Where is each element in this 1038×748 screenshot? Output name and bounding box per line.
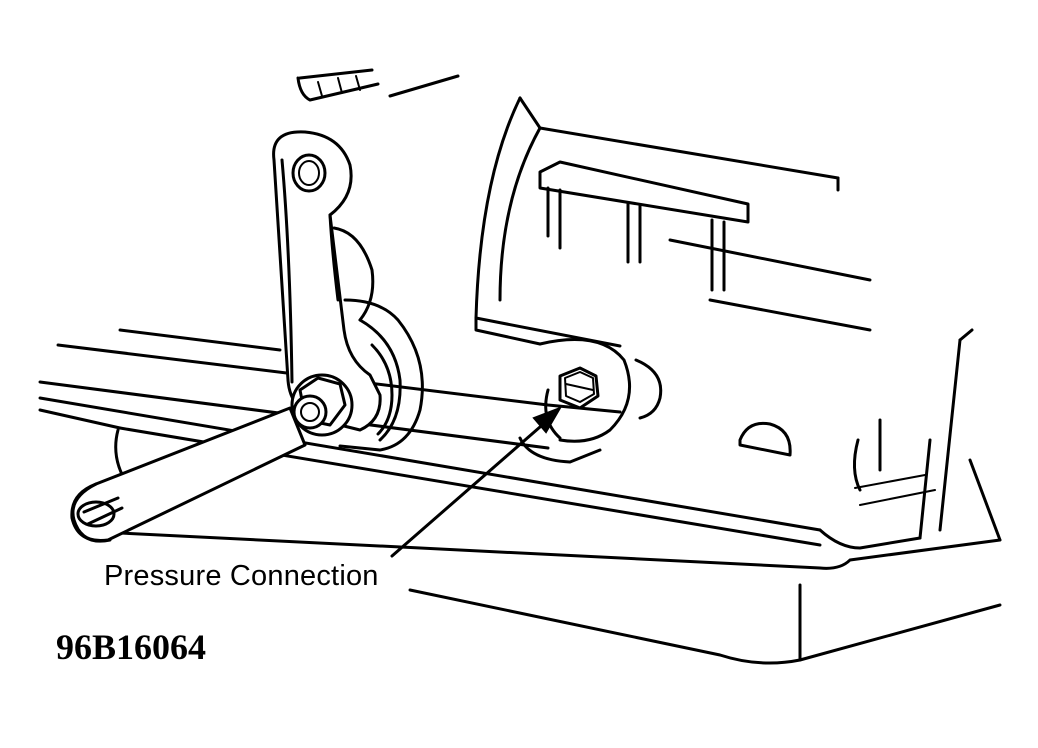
callout-leader-arrow — [390, 406, 563, 558]
valve-body-cover — [474, 96, 872, 457]
figure-id: 96B16064 — [56, 627, 207, 667]
transmission-case — [38, 328, 1002, 665]
manual-shift-lever — [272, 130, 382, 432]
upper-housing-fragment — [296, 68, 460, 102]
lever-shaft-boss — [332, 226, 424, 452]
pressure-connection-label: Pressure Connection — [104, 560, 379, 592]
shift-linkage-arm — [70, 406, 307, 543]
pressure-connection-plug — [558, 366, 600, 410]
lever-nut — [290, 373, 354, 437]
